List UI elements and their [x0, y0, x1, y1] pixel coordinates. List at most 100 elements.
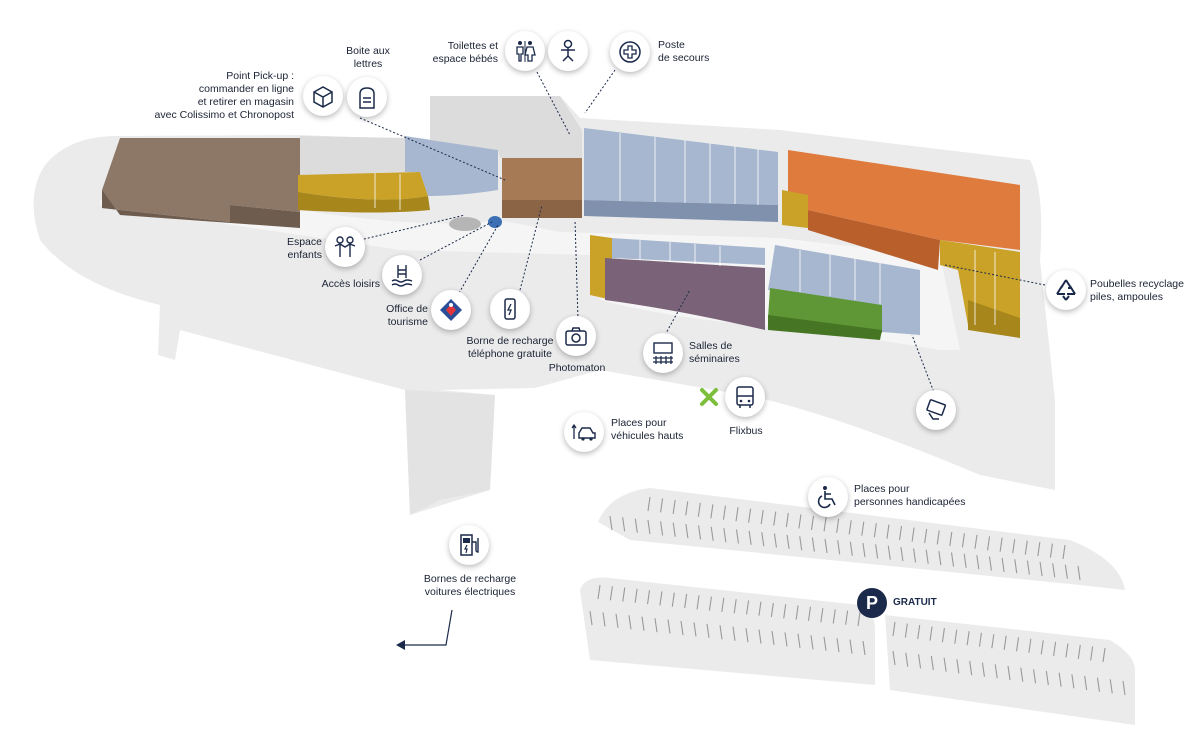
building-copper-dark: [502, 200, 582, 218]
ev-direction-arrow: [400, 609, 453, 646]
parking-stall-line: [696, 595, 700, 610]
parking-stall-line: [873, 523, 877, 538]
parking-stall-line: [1065, 643, 1069, 658]
parking-stall-line: [875, 544, 879, 559]
parking-stall-line: [786, 534, 790, 549]
parking-stall-line: [994, 664, 998, 679]
parking-stall-line: [974, 534, 978, 549]
parking-stall-line: [735, 529, 740, 544]
building-blue-north: [584, 128, 778, 205]
parking-stall-line: [917, 624, 921, 640]
parking-stall-line: [1024, 540, 1028, 555]
parking-stall-line: [721, 597, 725, 612]
parking-stall-line: [969, 660, 973, 676]
parking-stall-line: [987, 536, 991, 551]
tall-vehicle-icon: [564, 412, 604, 452]
parking-stall-line: [685, 501, 689, 516]
parking-stall-line: [1028, 638, 1032, 653]
parking-stall-line: [685, 524, 689, 539]
parking-stall-line: [900, 547, 904, 562]
parking-stall-line: [1012, 539, 1016, 554]
parking-stall-line: [849, 541, 853, 556]
parking-stall-line: [710, 504, 714, 519]
parking-stall-line: [770, 602, 774, 618]
flixbus-label: Flixbus: [729, 425, 763, 437]
building-blue-north-low: [584, 200, 778, 222]
parking-stalls: [589, 496, 1126, 696]
parking-stall-line: [1122, 680, 1126, 696]
flixbus-stop-marker: [700, 388, 718, 406]
parking-stall-line: [732, 626, 736, 641]
parking-stall-line: [758, 629, 762, 644]
parking-free-label: GRATUIT: [893, 597, 937, 608]
building-gold-north: [782, 190, 808, 228]
photo-label: Photomaton: [548, 362, 606, 374]
parking-stall-line: [660, 498, 664, 513]
parking-stall-line: [1090, 646, 1094, 661]
parking-stall-line: [954, 629, 958, 644]
parking-stall-line: [1045, 670, 1049, 686]
building-gold-west-low: [298, 192, 430, 213]
parking-stall-line: [929, 626, 933, 641]
parking-stall-line: [811, 537, 815, 552]
parking-right: [885, 615, 1135, 725]
parking-stall-line: [761, 532, 765, 547]
parking-stall-line: [1039, 561, 1043, 577]
parking-stall-line: [1058, 672, 1062, 687]
parking-stall-line: [961, 533, 965, 548]
parking-stall-line: [988, 556, 993, 571]
parking-stall-line: [722, 505, 726, 520]
parking-stall-line: [936, 530, 940, 545]
parking-stall-line: [941, 628, 945, 643]
parking-stall-line: [785, 512, 789, 528]
parking-stall-line: [597, 584, 601, 600]
parking-stall-line: [659, 591, 663, 606]
parking-stall-line: [1001, 557, 1005, 572]
building-gold-east-low: [968, 300, 1020, 338]
first-aid-icon: [610, 32, 650, 72]
leader-lines: [359, 69, 1046, 396]
parking-stall-line: [1096, 677, 1100, 692]
parking-stall-line: [930, 655, 934, 671]
building-blue-south: [612, 238, 765, 265]
kids-area-marker: [449, 217, 481, 231]
parking-stall-line: [911, 527, 915, 542]
parking-stall-line: [848, 520, 852, 535]
parking-stall-line: [820, 608, 824, 623]
parking-stall-line: [647, 519, 651, 535]
parking-stall-line: [706, 623, 710, 638]
parking-stall-line: [733, 599, 737, 614]
parking-stall-line: [622, 587, 626, 602]
parking-stall-line: [634, 518, 638, 533]
parking-stall-line: [823, 636, 827, 651]
parking-stall-line: [628, 615, 632, 630]
parking-stall-line: [832, 609, 836, 624]
parking-upper: [598, 488, 1125, 590]
parking-stall-line: [963, 553, 967, 568]
parking-stall-line: [892, 650, 896, 666]
parking-stall-line: [966, 631, 970, 646]
parking-stall-line: [758, 601, 762, 616]
parking-stall-line: [999, 537, 1003, 552]
parking-stall-line: [693, 622, 697, 637]
parking-stall-line: [654, 618, 658, 633]
parking-stall-line: [949, 531, 953, 546]
parking-stall-line: [615, 613, 619, 628]
parking-stall-line: [1109, 679, 1113, 694]
wheelchair-icon: [808, 477, 848, 517]
parking-stall-line: [887, 545, 891, 560]
parking-stall-line: [837, 540, 841, 555]
parking-stall-line: [913, 548, 917, 563]
parking-stall-line: [708, 596, 712, 611]
bus-icon: [725, 377, 765, 417]
parking-stall-line: [1049, 543, 1053, 558]
parking-stall-line: [1053, 641, 1057, 656]
parking-stall-line: [783, 604, 787, 619]
